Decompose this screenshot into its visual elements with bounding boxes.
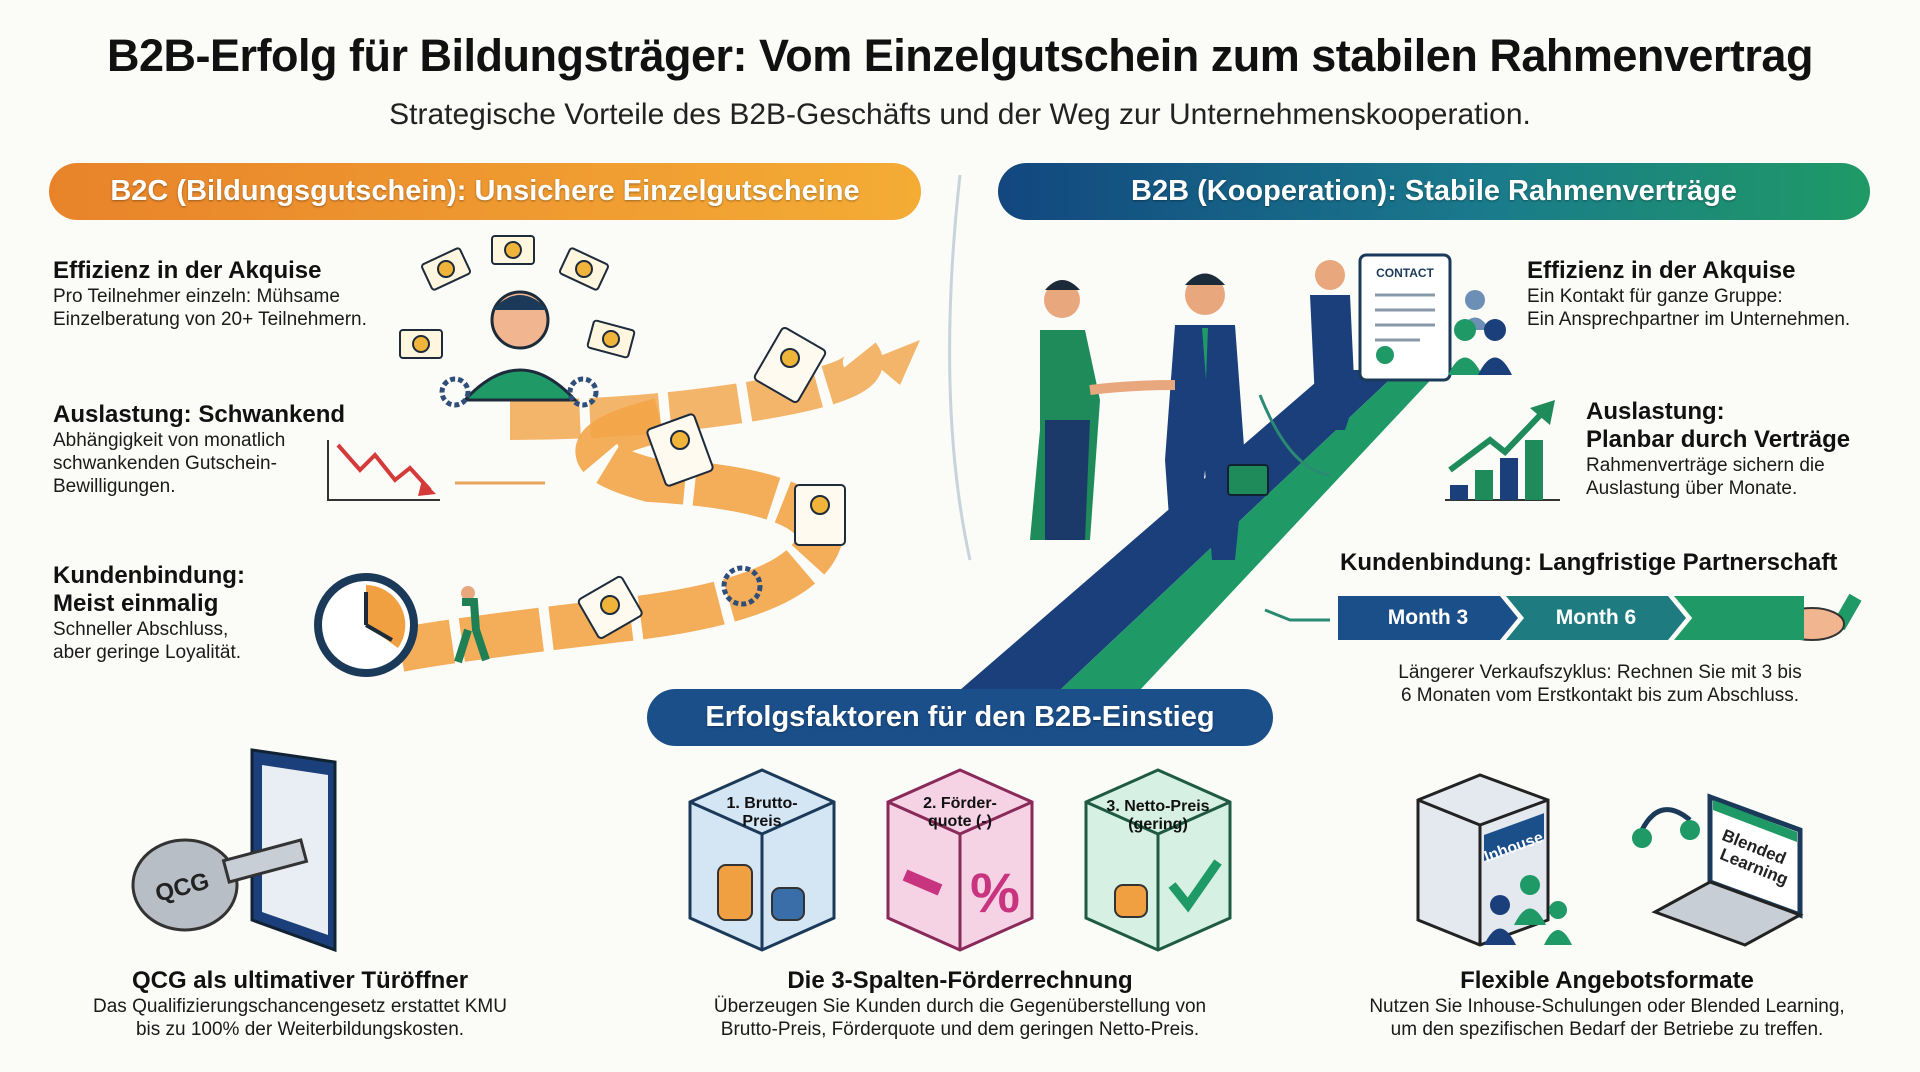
b2c-item-akquise: Effizienz in der Akquise Pro Teilnehmer … — [53, 257, 367, 331]
page-title: B2B-Erfolg für Bildungsträger: Vom Einze… — [107, 30, 1813, 81]
item-line: 6 Monaten vom Erstkontakt bis zum Abschl… — [1400, 685, 1800, 706]
clock-icon — [314, 573, 418, 677]
item-line: Abhängigkeit von monatlich — [53, 430, 286, 451]
cube-label-netto: 3. Netto-Preis(gering) — [1100, 798, 1216, 834]
timeline-month-6: Month 6 — [1506, 596, 1686, 640]
formats-line: Nutzen Sie Inhouse-Schulungen oder Blend… — [1369, 996, 1845, 1017]
b2b-item-auslastung: Auslastung: Planbar durch Verträge Rahme… — [1586, 398, 1850, 500]
cube-foerderquote-icon: % — [886, 768, 1034, 952]
item-line: Bewilligungen. — [53, 476, 176, 497]
gear-icons — [439, 376, 763, 607]
cube-label-line: 2. Förder- — [923, 795, 997, 812]
b2c-item-auslastung: Auslastung: Schwankend Abhängigkeit von … — [53, 401, 345, 498]
item-line: schwankenden Gutschein- — [53, 453, 277, 474]
qcg-heading: QCG als ultimativer Türöffner — [131, 967, 469, 994]
item-line: Ein Ansprechpartner im Unternehmen. — [1527, 309, 1851, 330]
receipt-icons — [577, 326, 846, 639]
cube-label-line: 1. Brutto- — [726, 795, 798, 812]
item-heading: Auslastung: — [1586, 398, 1725, 425]
item-line: Längerer Verkaufszyklus: Rechnen Sie mit… — [1398, 662, 1802, 683]
cube-label-line: 3. Netto-Preis — [1106, 798, 1210, 815]
formats-line: um den spezifischen Bedarf der Betriebe … — [1390, 1019, 1824, 1040]
divider-line — [948, 174, 972, 561]
b2b-item-akquise: Effizienz in der Akquise Ein Kontakt für… — [1527, 257, 1850, 331]
item-line: Einzelberatung von 20+ Teilnehmern. — [53, 309, 367, 330]
cube-label-brutto: 1. Brutto-Preis — [712, 795, 812, 831]
cube-label-foerderquote: 2. Förder-quote (-) — [910, 795, 1010, 831]
qcg-key-door-icon: QCG — [131, 748, 337, 953]
contract-label: CONTACT — [1376, 266, 1434, 280]
growth-chart-icon — [1445, 400, 1560, 501]
timeline-partnership — [1674, 596, 1804, 640]
b2b-kundenbindung-heading: Kundenbindung: Langfristige Partnerschaf… — [1340, 549, 1838, 576]
item-line: Schneller Abschluss, — [53, 619, 229, 640]
handshake-people-illustration — [1030, 260, 1355, 560]
blended-learning-laptop-icon: Blended Learning — [1632, 793, 1804, 947]
b2c-item-kundenbindung: Kundenbindung: Meist einmalig Schneller … — [53, 562, 245, 664]
qcg-line: Das Qualifizierungschancengesetz erstatt… — [93, 996, 507, 1017]
page-subtitle: Strategische Vorteile des B2B-Geschäfts … — [389, 98, 1531, 131]
cube-label-line: Preis — [742, 813, 782, 830]
percent-symbol: % — [970, 861, 1020, 924]
cube-label-line: quote (-) — [928, 813, 992, 830]
stressed-person-icon — [461, 290, 579, 402]
group-people-icon — [1448, 290, 1512, 375]
item-line: Auslastung über Monate. — [1586, 478, 1798, 499]
item-heading: Effizienz in der Akquise — [53, 257, 322, 284]
euro-voucher-icons — [399, 235, 636, 359]
cube-brutto-icon — [688, 768, 836, 952]
item-heading: Planbar durch Verträge — [1586, 426, 1851, 453]
item-heading: Kundenbindung: — [53, 562, 245, 589]
factors-banner: Erfolgsfaktoren für den B2B-Einstieg — [647, 689, 1273, 746]
item-heading: Meist einmalig — [53, 590, 219, 617]
calc-section: Die 3-Spalten-Förderrechnung Überzeugen … — [640, 967, 1280, 1041]
b2b-kundenbindung-text: Längerer Verkaufszyklus: Rechnen Sie mit… — [1340, 661, 1860, 707]
item-line: Rahmenverträge sichern die — [1586, 455, 1825, 476]
item-line: Pro Teilnehmer einzeln: Mühsame — [53, 286, 340, 307]
b2c-banner: B2C (Bildungsgutschein): Unsichere Einze… — [49, 163, 921, 220]
item-heading: Auslastung: Schwankend — [53, 401, 346, 428]
headset-icon — [1639, 807, 1692, 832]
timeline-month-3: Month 3 — [1338, 596, 1518, 640]
b2b-banner: B2B (Kooperation): Stabile Rahmenverträg… — [998, 163, 1870, 220]
calc-heading: Die 3-Spalten-Förderrechnung — [787, 967, 1133, 994]
cube-label-line: (gering) — [1128, 816, 1188, 833]
item-heading: Effizienz in der Akquise — [1527, 257, 1796, 284]
qcg-line: bis zu 100% der Weiterbildungskosten. — [135, 1019, 465, 1040]
declining-chart-icon — [327, 440, 440, 501]
qcg-section: QCG als ultimativer Türöffner Das Qualif… — [20, 967, 580, 1041]
calc-line: Überzeugen Sie Kunden durch die Gegenübe… — [713, 996, 1207, 1017]
formats-section: Flexible Angebotsformate Nutzen Sie Inho… — [1300, 967, 1914, 1041]
calc-line: Brutto-Preis, Förderquote und dem gering… — [720, 1019, 1200, 1040]
formats-heading: Flexible Angebotsformate — [1460, 967, 1754, 994]
inhouse-building-icon: Inhouse — [1416, 773, 1572, 947]
item-line: Ein Kontakt für ganze Gruppe: — [1527, 286, 1783, 307]
cube-netto-icon — [1084, 768, 1232, 952]
contract-document-icon: CONTACT — [1358, 253, 1452, 382]
walking-person-icon — [454, 586, 490, 664]
item-line: aber geringe Loyalität. — [53, 642, 242, 663]
